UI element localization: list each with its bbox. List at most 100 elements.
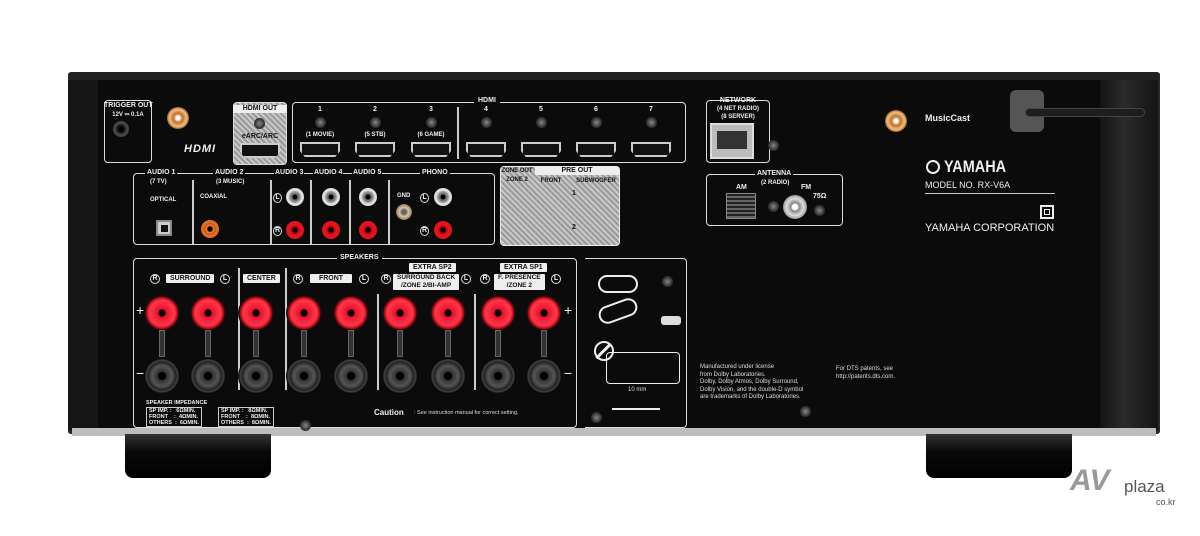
subwoofer-2-label: 2 (572, 224, 576, 231)
fm-label: FM (801, 184, 812, 191)
center-positive-terminal[interactable] (238, 295, 274, 331)
earc-label: eARC/ARC (241, 133, 279, 140)
screw (662, 276, 673, 287)
network-label: NETWORK (719, 97, 757, 104)
frayed-wire-diagram (606, 352, 680, 384)
surround-right-positive-terminal[interactable] (144, 295, 180, 331)
audio4-left-jack[interactable] (322, 188, 340, 206)
hdmi-input-port-6[interactable] (576, 142, 616, 157)
divider (349, 180, 351, 244)
watermark-name: plaza (1124, 477, 1165, 496)
audio3-label: AUDIO 3 (274, 169, 305, 177)
hdmi-input-port-1[interactable] (300, 142, 340, 157)
divider (270, 180, 272, 244)
watermark-logo: AV (1070, 464, 1110, 497)
surround-back-right-negative-terminal[interactable] (382, 358, 418, 394)
impedance-row: OTHERS : 6ΩMIN. (149, 420, 199, 426)
hdmi-out-port[interactable] (240, 143, 280, 158)
left-channel-label: L (273, 193, 282, 203)
foot-left (125, 434, 271, 478)
surround-left-negative-terminal[interactable] (190, 358, 226, 394)
plug-icon (661, 316, 681, 325)
notice-line: from Dolby Laboratories. (700, 371, 766, 378)
hdmi-input-port-2[interactable] (355, 142, 395, 157)
presence-right-negative-terminal[interactable] (480, 358, 516, 394)
hdmi-input-port-7[interactable] (631, 142, 671, 157)
audio2-sub: (3 MUSIC) (216, 179, 245, 185)
screw (646, 117, 657, 128)
wireless-antenna-connector[interactable] (167, 107, 189, 129)
presence-left-positive-terminal[interactable] (526, 295, 562, 331)
impedance-row: FRONT : 8ΩMIN. (221, 414, 271, 420)
notice-line: are trademarks of Dolby Laboratories. (700, 394, 801, 400)
trigger-out-label: TRIGGER OUT (104, 102, 153, 109)
audio4-right-jack[interactable] (322, 221, 340, 239)
surround-back-left-positive-terminal[interactable] (430, 295, 466, 331)
audio3-right-jack[interactable] (286, 221, 304, 239)
hdmi-port-sublabel: (1 MOVIE) (305, 132, 335, 138)
coaxial-input[interactable] (201, 220, 219, 238)
audio5-left-jack[interactable] (359, 188, 377, 206)
audio5-right-jack[interactable] (359, 221, 377, 239)
impedance-row: SP IMP. : 8ΩMIN. (221, 408, 268, 414)
musiccast-logo: MusicCast (925, 113, 971, 123)
yamaha-logo: YAMAHA (944, 157, 1007, 176)
phono-left-jack[interactable] (434, 188, 452, 206)
audio3-left-jack[interactable] (286, 188, 304, 206)
audio1-label: AUDIO 1 (145, 169, 178, 177)
presence-tag: F. PRESENCE /ZONE 2 (494, 274, 545, 290)
notice-line: Manufactured under license (700, 364, 775, 370)
divider (310, 180, 312, 244)
front-right-positive-terminal[interactable] (286, 295, 322, 331)
screw (591, 412, 602, 423)
surround-left-positive-terminal[interactable] (190, 295, 226, 331)
impedance-row: SP IMP. : 6ΩMIN. (149, 408, 196, 414)
hdmi-input-port-5[interactable] (521, 142, 561, 157)
antenna-label: ANTENNA (755, 170, 794, 178)
hdmi-port-sublabel: (5 STB) (364, 132, 386, 138)
ethernet-port[interactable] (710, 123, 754, 159)
front-right-negative-terminal[interactable] (286, 358, 322, 394)
wireless-antenna-connector-2[interactable] (885, 110, 907, 132)
preout-panel (500, 166, 620, 246)
surround-right-terminal-link (159, 330, 165, 357)
surround-right-negative-terminal[interactable] (144, 358, 180, 394)
front-left-positive-terminal[interactable] (333, 295, 369, 331)
phono-right-jack[interactable] (434, 221, 452, 239)
minus-label: − (136, 365, 145, 381)
surround-back-right-positive-terminal[interactable] (382, 295, 418, 331)
surround-back-left-negative-terminal[interactable] (430, 358, 466, 394)
antenna-sub: (2 RADIO) (761, 180, 790, 186)
presence-right-positive-terminal[interactable] (480, 295, 516, 331)
center-tag: CENTER (243, 274, 280, 283)
notice-line: Dolby, Dolby Atmos, Dolby Surround, (700, 379, 799, 385)
trigger-out-jack[interactable] (113, 121, 129, 137)
hdmi-port-number: 1 (318, 106, 322, 113)
front-left-terminal-link (348, 330, 354, 357)
divider (457, 107, 459, 159)
wire-instructions-panel (585, 258, 687, 428)
screw (426, 117, 437, 128)
audio4-label: AUDIO 4 (313, 169, 344, 177)
subwoofer-label: SUBWOOFER (576, 178, 616, 184)
network-sub1: (4 NET RADIO) (717, 106, 759, 112)
optical-input[interactable] (156, 220, 172, 236)
hdmi-input-port-4[interactable] (466, 142, 506, 157)
am-antenna-terminal[interactable] (726, 193, 756, 219)
screw (800, 406, 811, 417)
gnd-terminal[interactable] (396, 204, 412, 220)
notice-line: http://patents.dts.com. (836, 373, 896, 380)
surround-left-terminal-link (205, 330, 211, 357)
front-left-negative-terminal[interactable] (333, 358, 369, 394)
network-sub2: (8 SERVER) (721, 114, 755, 120)
center-negative-terminal[interactable] (238, 358, 274, 394)
channel-left-mark: L (461, 274, 471, 284)
hdmi-input-port-3[interactable] (411, 142, 451, 157)
trigger-out-panel (104, 100, 152, 163)
front-right-terminal-link (301, 330, 307, 357)
fm-antenna-jack[interactable] (783, 195, 807, 219)
presence-left-negative-terminal[interactable] (526, 358, 562, 394)
front-tag: FRONT (310, 274, 352, 283)
yamaha-corporation: YAMAHA CORPORATION (925, 222, 1055, 234)
chassis-side-right (1100, 80, 1158, 430)
